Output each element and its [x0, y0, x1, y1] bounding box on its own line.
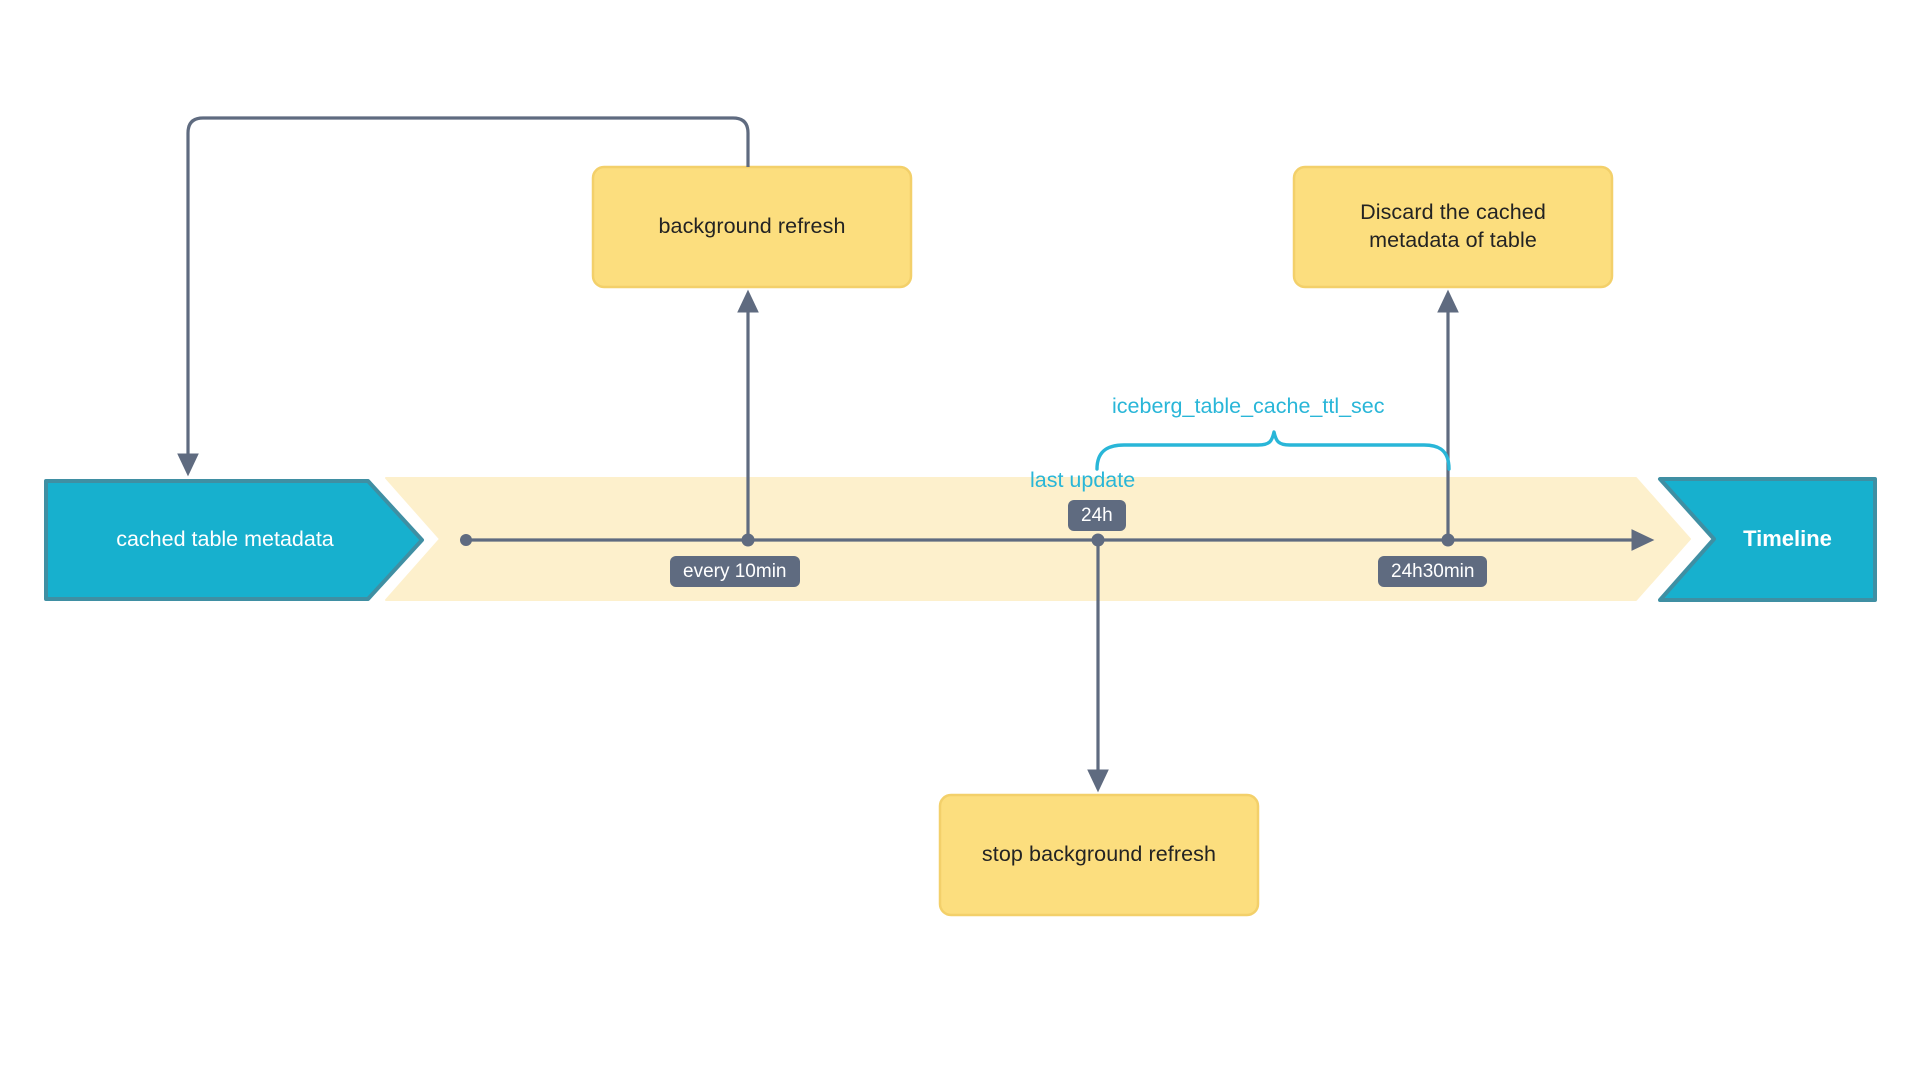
annotation-last-update: last update — [1030, 468, 1136, 492]
timeline-axis-origin-dot — [460, 534, 472, 546]
annotation-iceberg-table-cache-ttl-sec: iceberg_table_cache_ttl_sec — [1112, 394, 1385, 418]
cached-table-metadata-chevron — [44, 479, 424, 601]
edge-loop-back-to-cached-metadata — [177, 116, 750, 477]
tick-dot-every-10min — [741, 533, 755, 547]
badge-every-10min: every 10min — [670, 556, 800, 587]
background-refresh-box — [591, 165, 913, 289]
badge-24h30min: 24h30min — [1378, 556, 1488, 587]
discard-cached-metadata-box — [1292, 165, 1614, 289]
stop-background-refresh-box — [938, 793, 1260, 917]
timeline-end-chevron — [1658, 477, 1877, 602]
badge-24h: 24h — [1068, 500, 1126, 531]
ttl-span-brace — [1095, 430, 1451, 471]
